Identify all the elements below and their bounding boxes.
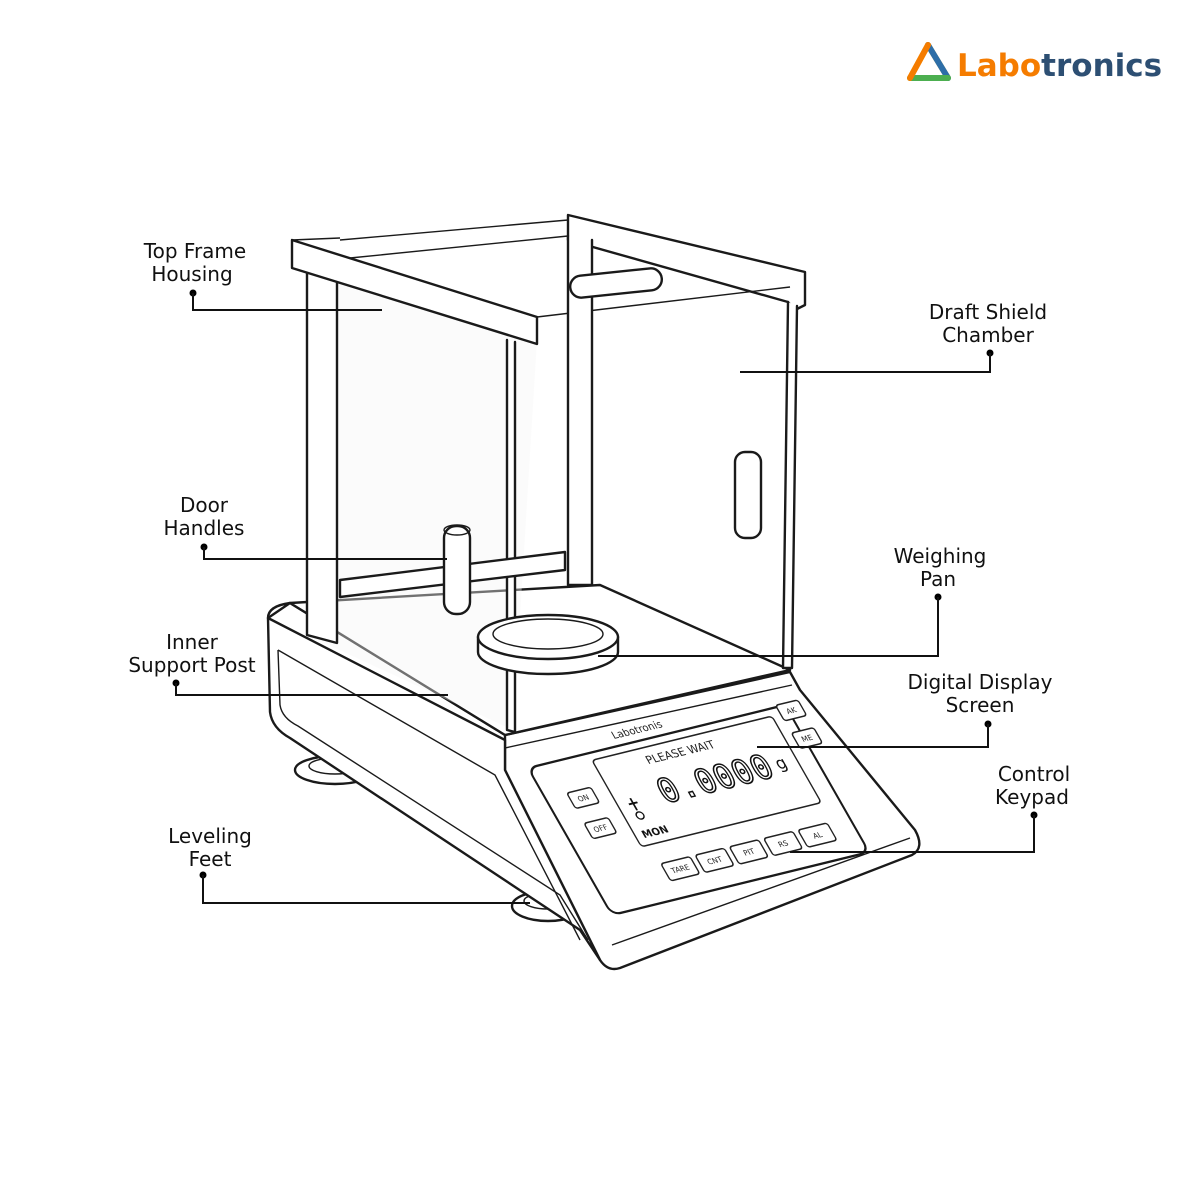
svg-text:Support Post: Support Post [128, 653, 255, 677]
draft-shield-chamber [290, 213, 807, 734]
svg-text:Control: Control [998, 762, 1070, 786]
svg-text:ME: ME [800, 733, 815, 744]
svg-text:OFF: OFF [592, 823, 610, 835]
svg-text:AK: AK [784, 705, 799, 716]
svg-text:Feet: Feet [189, 847, 232, 871]
top-door-handle [568, 267, 664, 299]
left-door-handle [442, 524, 472, 616]
svg-text:RS: RS [776, 839, 790, 850]
rs-button[interactable]: RS [763, 831, 803, 856]
ak-button[interactable]: AK [775, 699, 807, 722]
svg-text:Screen: Screen [946, 693, 1015, 717]
svg-text:Pan: Pan [920, 567, 956, 591]
off-button[interactable]: OFF [584, 817, 617, 840]
mode-indicator: MON [640, 824, 672, 841]
svg-text:Digital Display: Digital Display [908, 670, 1053, 694]
tare-button[interactable]: TARE [661, 856, 700, 882]
top-frame-housing [290, 238, 539, 346]
svg-text:Handles: Handles [164, 516, 245, 540]
pit-button[interactable]: PIT [729, 839, 769, 865]
on-button[interactable]: ON [567, 786, 600, 809]
svg-text:PIT: PIT [741, 847, 756, 858]
svg-text:Top Frame: Top Frame [143, 239, 246, 263]
svg-text:Leveling: Leveling [168, 824, 252, 848]
svg-text:Housing: Housing [151, 262, 232, 286]
weighing-pan [476, 613, 620, 676]
right-door-handle [733, 450, 763, 540]
svg-text:CNT: CNT [705, 855, 724, 867]
svg-text:ON: ON [576, 793, 591, 804]
brand-logo: Labotronics [907, 42, 1162, 84]
svg-text:Weighing: Weighing [894, 544, 987, 568]
svg-text:Inner: Inner [166, 630, 219, 654]
digital-display-screen [592, 716, 821, 847]
svg-text:Chamber: Chamber [942, 323, 1034, 347]
svg-text:Draft Shield: Draft Shield [929, 300, 1047, 324]
svg-text:Keypad: Keypad [995, 785, 1069, 809]
cnt-button[interactable]: CNT [695, 847, 734, 873]
me-button[interactable]: ME [791, 727, 823, 749]
svg-text:TARE: TARE [668, 863, 691, 876]
control-panel: Labotronis PLEASE WAIT 0.0000 g MON ON O… [530, 699, 867, 915]
stability-icon [628, 797, 645, 820]
svg-text:AL: AL [811, 830, 825, 841]
al-button[interactable]: AL [798, 822, 837, 848]
brand-name: Labotronics [957, 48, 1162, 84]
svg-text:Door: Door [180, 493, 229, 517]
